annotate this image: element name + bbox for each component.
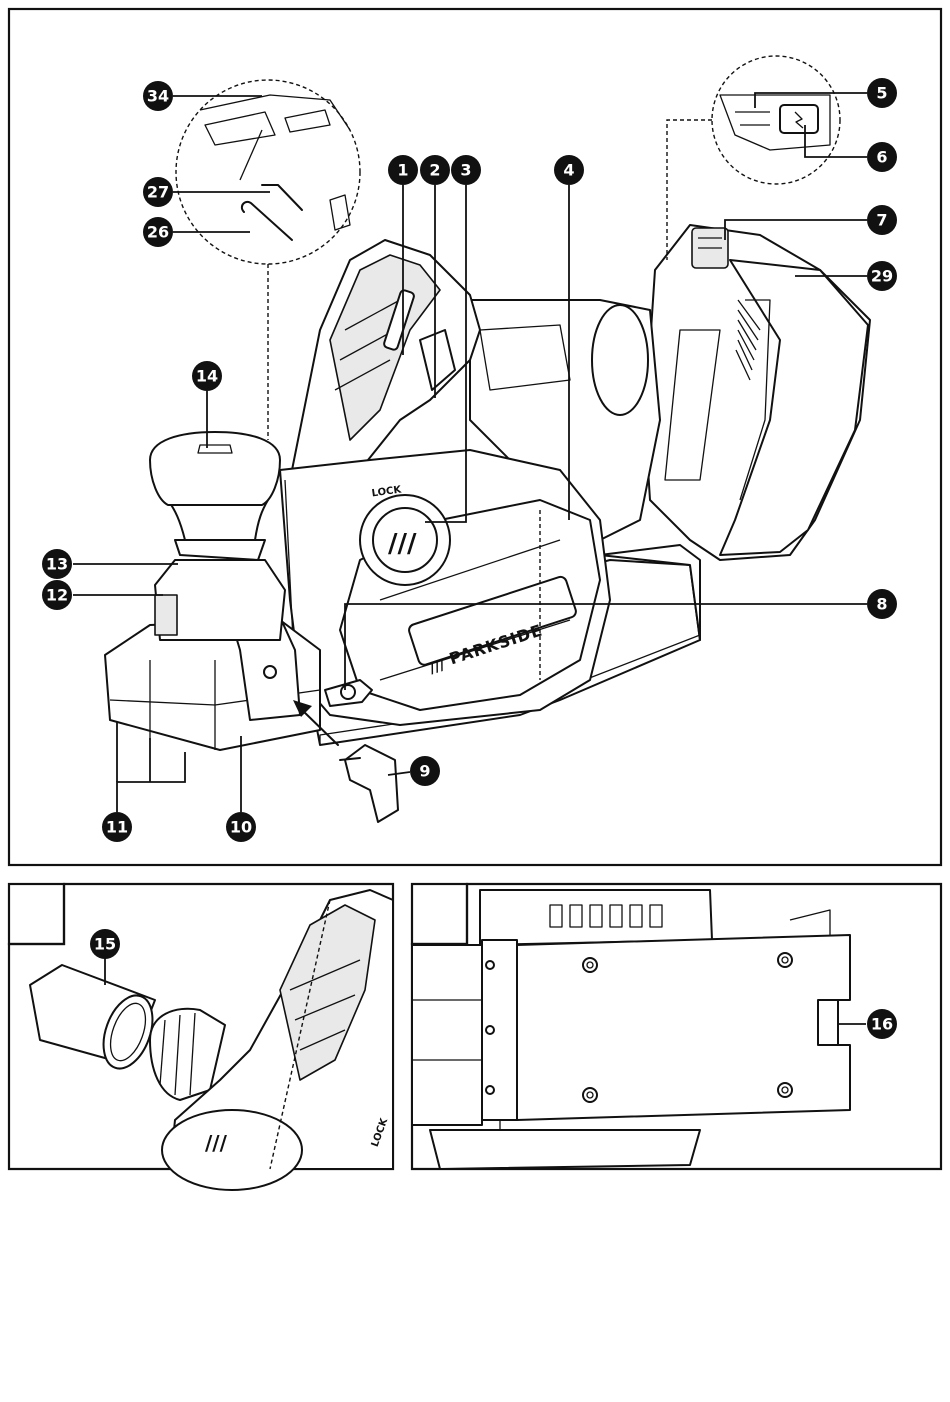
svg-text:2: 2 [429, 161, 440, 180]
callout-3: 3 [451, 155, 481, 185]
svg-text:5: 5 [876, 84, 887, 103]
callout-2: 2 [420, 155, 450, 185]
callout-34: 34 [143, 81, 173, 111]
svg-text:10: 10 [230, 818, 252, 837]
lock-dial-mark: /// [388, 529, 417, 559]
callout-7: 7 [867, 205, 897, 235]
svg-text:26: 26 [147, 223, 169, 242]
callout-15: 15 [90, 929, 120, 959]
svg-text:11: 11 [106, 818, 128, 837]
svg-text:8: 8 [876, 595, 887, 614]
callout-27: 27 [143, 177, 173, 207]
panel-dust-adapter: /// LOCK [9, 884, 393, 1190]
svg-text:14: 14 [196, 367, 218, 386]
charge-level-indicator [780, 105, 818, 133]
callout-8: 8 [867, 589, 897, 619]
svg-text:13: 13 [46, 555, 68, 574]
callout-1: 1 [388, 155, 418, 185]
depth-scale [155, 595, 177, 635]
svg-text:16: 16 [871, 1015, 893, 1034]
callout-4: 4 [554, 155, 584, 185]
svg-text:6: 6 [876, 148, 887, 167]
spanner-icon [242, 202, 292, 240]
callout-14: 14 [192, 361, 222, 391]
svg-text:27: 27 [147, 183, 169, 202]
svg-text:29: 29 [871, 267, 893, 286]
svg-text:12: 12 [46, 586, 68, 605]
callout-26: 26 [143, 217, 173, 247]
callout-11: 11 [102, 812, 132, 842]
callout-6: 6 [867, 142, 897, 172]
callout-12: 12 [42, 580, 72, 610]
callout-13: 13 [42, 549, 72, 579]
svg-text:4: 4 [563, 161, 574, 180]
adapter-panel-slash-mark: /// [205, 1131, 228, 1155]
parking-shoe [818, 1000, 838, 1045]
svg-text:34: 34 [147, 87, 169, 106]
handle [290, 240, 480, 480]
hex-key-icon [262, 185, 302, 210]
svg-text:3: 3 [460, 161, 471, 180]
callout-10: 10 [226, 812, 256, 842]
svg-text:15: 15 [94, 935, 116, 954]
svg-text:7: 7 [876, 211, 887, 230]
callout-16: 16 [867, 1009, 897, 1039]
svg-text:1: 1 [397, 161, 408, 180]
panel-base-underside [412, 884, 941, 1169]
callout-29: 29 [867, 261, 897, 291]
callout-9: 9 [410, 756, 440, 786]
callout-5: 5 [867, 78, 897, 108]
depth-knob [150, 432, 285, 640]
svg-text:9: 9 [419, 762, 430, 781]
